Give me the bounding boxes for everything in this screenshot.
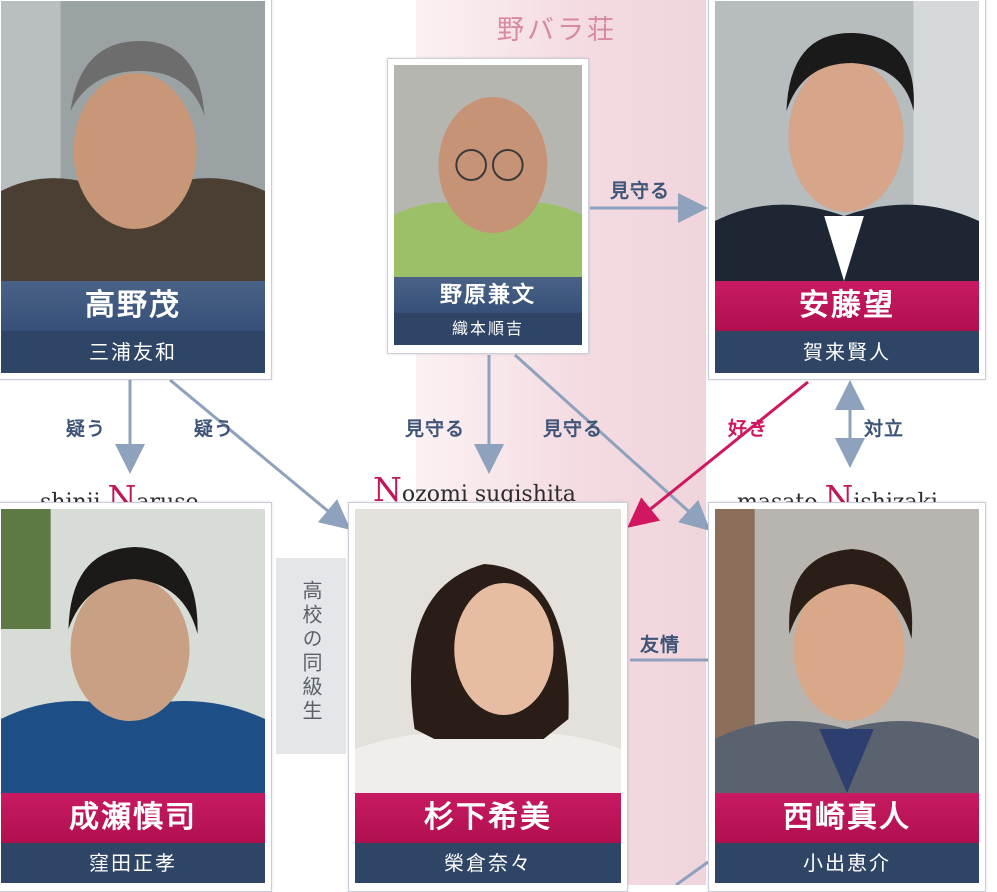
- character-card-sugishita[interactable]: 杉下希美 榮倉奈々: [348, 502, 628, 892]
- character-name: 杉下希美: [355, 793, 621, 843]
- character-card-nishizaki[interactable]: 西崎真人 小出恵介: [708, 502, 986, 892]
- house-label: 野バラ荘: [497, 15, 617, 46]
- relation-label-doubt: 疑う: [194, 418, 235, 440]
- actor-name: 織本順吉: [394, 313, 582, 345]
- character-name: 高野茂: [1, 281, 265, 331]
- relation-label-doubt: 疑う: [66, 418, 107, 440]
- character-photo: [1, 1, 265, 281]
- character-name: 西崎真人: [715, 793, 979, 843]
- character-name: 成瀬慎司: [1, 793, 265, 843]
- actor-name: 榮倉奈々: [355, 843, 621, 883]
- character-photo: [715, 509, 979, 793]
- character-photo: [715, 1, 979, 281]
- character-card-takano[interactable]: 高野茂 三浦友和: [0, 0, 272, 380]
- character-card-ando[interactable]: 安藤望 賀来賢人: [708, 0, 986, 380]
- character-card-naruse[interactable]: 成瀬慎司 窪田正孝: [0, 502, 272, 892]
- actor-name: 賀来賢人: [715, 331, 979, 373]
- relation-label-watch: 見守る: [405, 418, 466, 440]
- classmate-label-box: 高校の同級生: [276, 558, 346, 754]
- relation-label-watch: 見守る: [610, 180, 671, 202]
- actor-name: 三浦友和: [1, 331, 265, 373]
- character-name: 野原兼文: [394, 277, 582, 313]
- relation-label-like: 好き: [728, 418, 769, 440]
- actor-name: 小出恵介: [715, 843, 979, 883]
- relation-label-watch: 見守る: [543, 418, 604, 440]
- relation-label-friendship: 友情: [640, 634, 681, 656]
- classmate-label: 高校の同級生: [299, 580, 323, 724]
- actor-name: 窪田正孝: [1, 843, 265, 883]
- character-name: 安藤望: [715, 281, 979, 331]
- relation-label-conflict: 対立: [864, 418, 905, 440]
- character-photo: [1, 509, 265, 793]
- character-photo: [355, 509, 621, 793]
- character-photo: [394, 65, 582, 277]
- character-card-nohara[interactable]: 野原兼文 織本順吉: [387, 58, 589, 354]
